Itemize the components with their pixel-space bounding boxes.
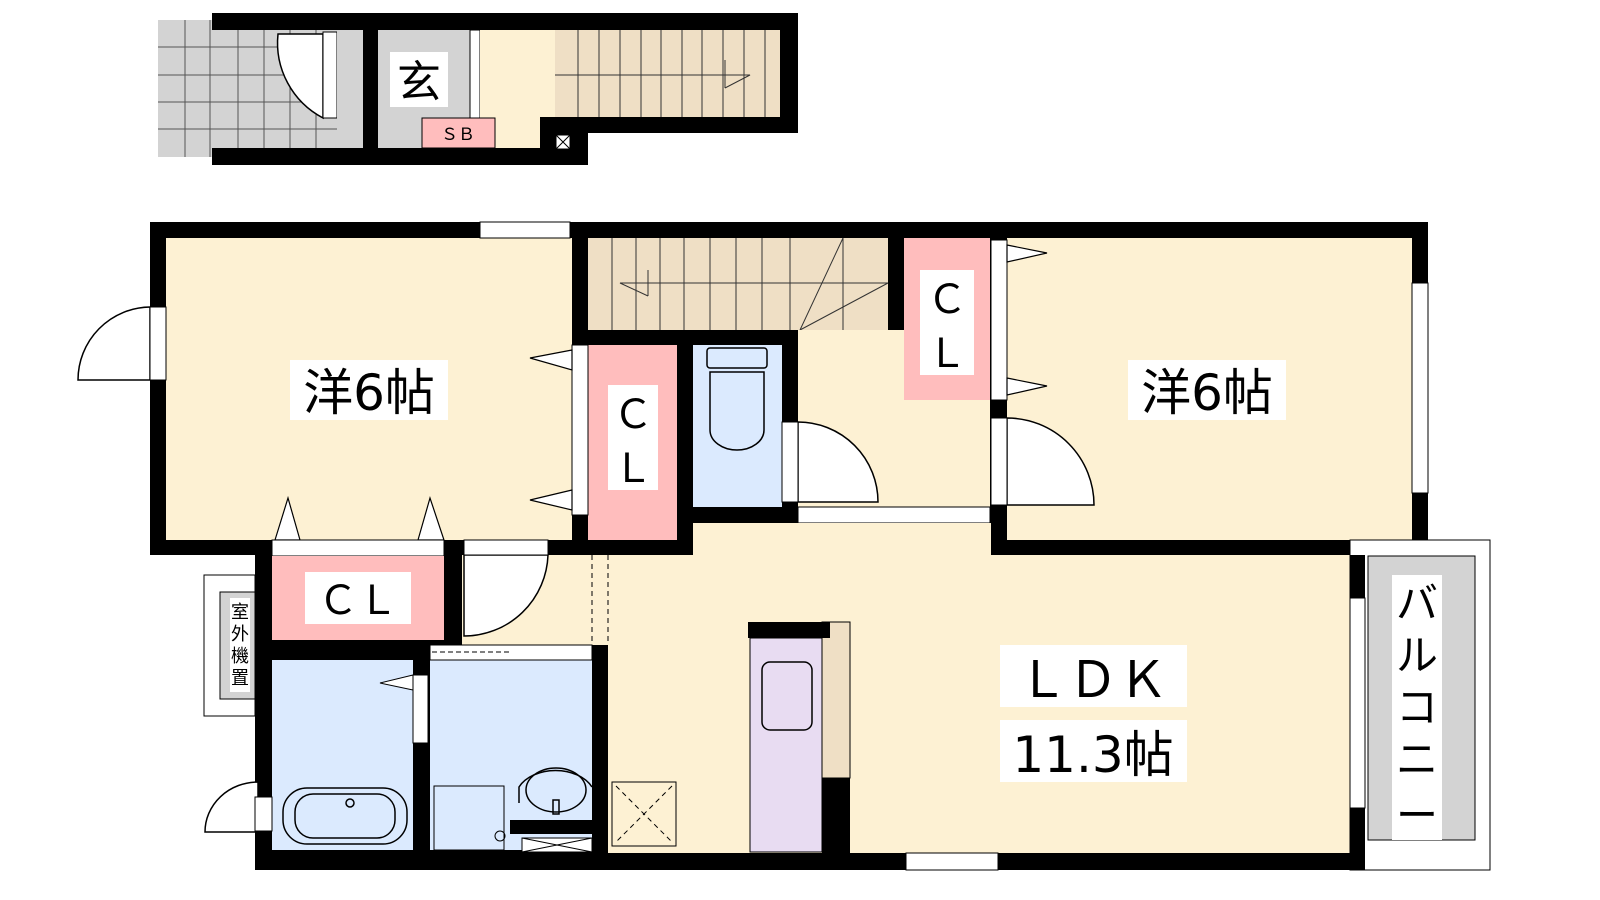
balcony-label: バ ル コ ニ ー xyxy=(1396,579,1438,840)
closet-left-label-c: Ｃ xyxy=(613,392,653,438)
outdoor-unit-label: 室 外 機 置 xyxy=(230,598,250,692)
western-room-right-label: 洋6帖 xyxy=(1141,364,1273,422)
bathroom-door-swing[interactable] xyxy=(204,781,259,833)
svg-text:室: 室 xyxy=(231,602,249,623)
closet-door-markers xyxy=(274,244,1048,541)
bathroom xyxy=(272,660,413,850)
stairs-main xyxy=(588,238,888,330)
toilet-door-swing[interactable] xyxy=(797,421,879,503)
toilet-room xyxy=(693,345,782,507)
bathtub-icon xyxy=(282,787,408,845)
right-room-door-swing[interactable] xyxy=(1006,417,1095,506)
closet-right-label-l: Ｌ xyxy=(927,331,967,377)
kitchen-sink-unit xyxy=(749,637,823,853)
kitchen-counter xyxy=(821,621,851,779)
toilet-icon xyxy=(706,347,768,451)
western-room-left-label: 洋6帖 xyxy=(303,364,435,422)
svg-text:ー: ー xyxy=(1396,791,1438,840)
svg-text:ル: ル xyxy=(1396,631,1438,680)
svg-text:ニ: ニ xyxy=(1396,735,1438,784)
closet-left-label-l: Ｌ xyxy=(613,446,653,492)
shoe-box-label: ＳＢ xyxy=(441,125,475,145)
entrance-walls xyxy=(212,13,798,165)
washing-machine-space xyxy=(433,785,505,851)
svg-text:コ: コ xyxy=(1396,683,1438,732)
left-room-door-swing[interactable] xyxy=(77,306,151,381)
main-level: Ｃ Ｌ Ｃ Ｌ 洋6帖 洋6帖 xyxy=(77,221,1491,871)
washroom-door-swing[interactable] xyxy=(463,554,549,637)
kitchen-sink-icon xyxy=(761,661,813,731)
entrance-level: ＳＢ 玄 xyxy=(158,13,798,165)
stairs-upper xyxy=(555,30,780,117)
sink-icon xyxy=(518,767,593,815)
ldk-size-label: 11.3帖 xyxy=(1012,726,1173,784)
svg-text:外: 外 xyxy=(231,624,249,645)
svg-text:置: 置 xyxy=(231,668,249,689)
shoe-box xyxy=(421,117,496,149)
ldk-label: ＬＤＫ xyxy=(1018,651,1168,709)
ldk-room xyxy=(608,555,1350,853)
svg-text:機: 機 xyxy=(231,646,249,667)
closet-lower-label: ＣＬ xyxy=(318,578,398,624)
svg-text:バ: バ xyxy=(1396,579,1438,628)
entrance-label: 玄 xyxy=(397,57,441,108)
closet-right-label-c: Ｃ xyxy=(927,277,967,323)
